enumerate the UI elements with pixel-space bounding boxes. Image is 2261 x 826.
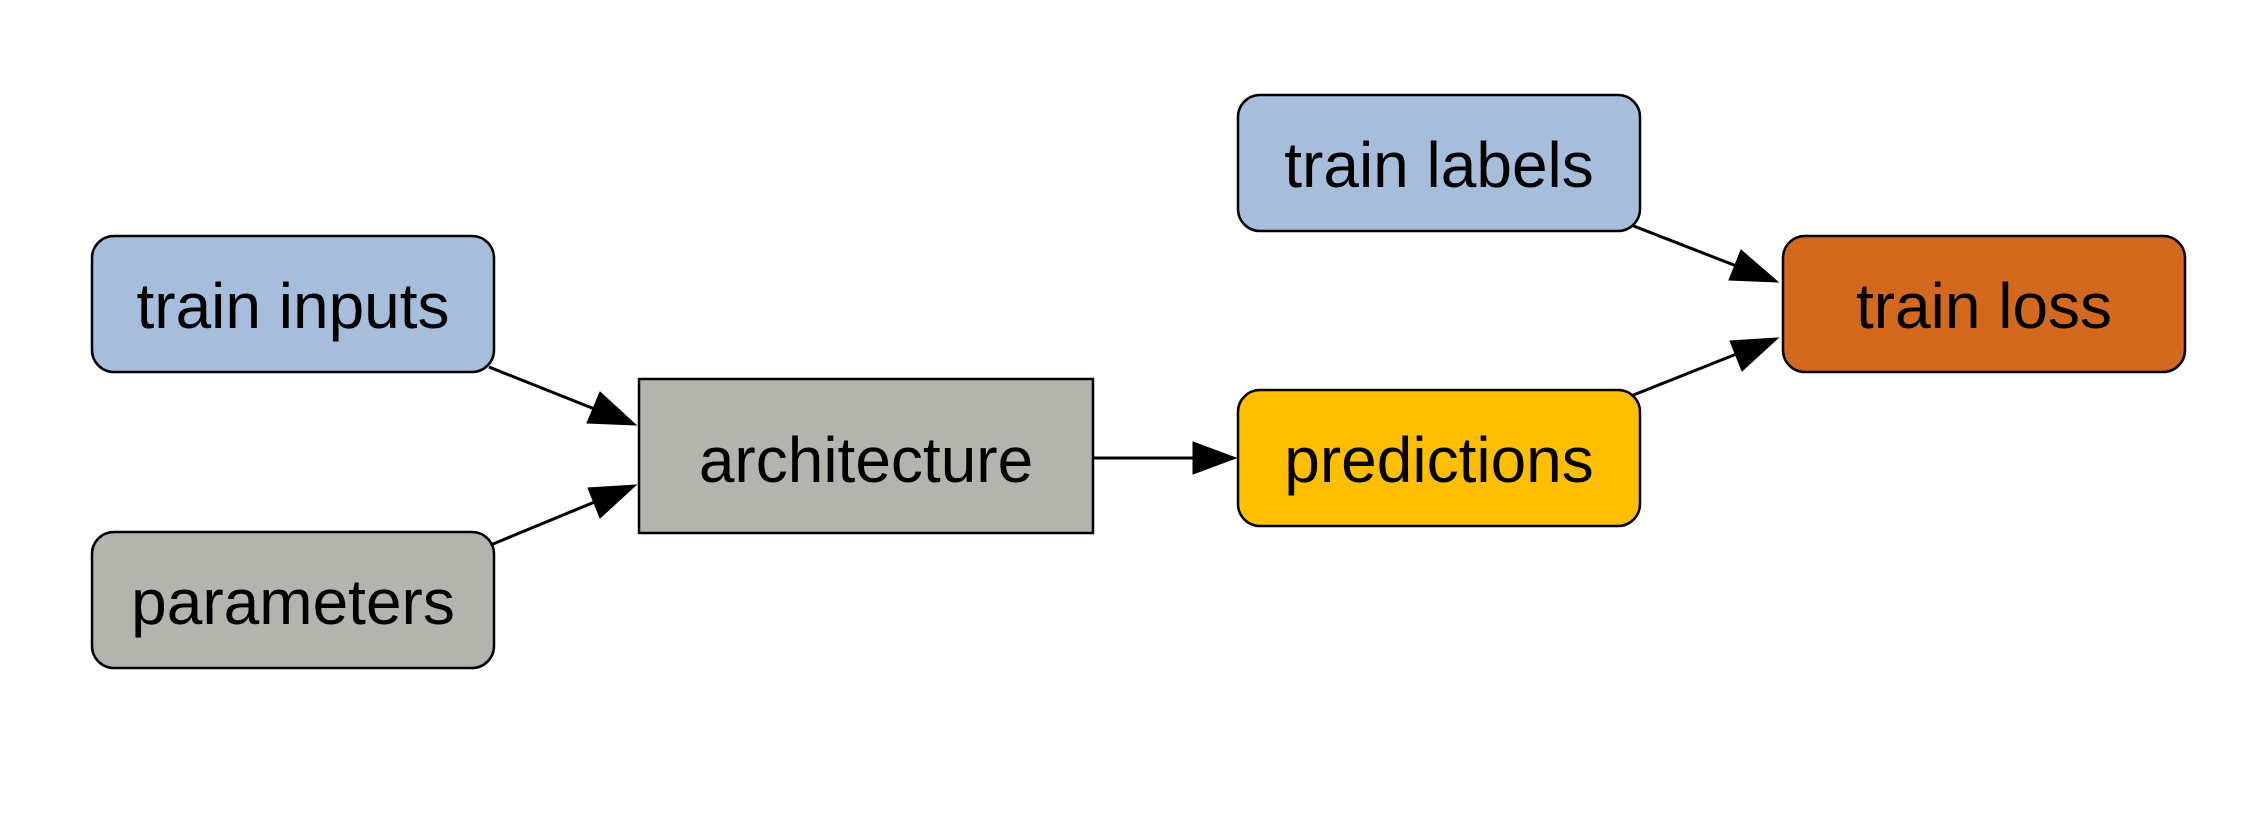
arrowhead-icon xyxy=(1728,249,1780,283)
node-box xyxy=(90,530,496,670)
edge-train-inputs-to-architecture xyxy=(488,365,638,426)
nodes: train inputs parameters architecture tra… xyxy=(90,93,2187,670)
edge-line xyxy=(488,365,598,412)
edge-predictions-to-train-loss xyxy=(1630,337,1780,398)
edge-parameters-to-architecture xyxy=(492,484,638,546)
edge-line xyxy=(492,499,598,546)
node-label-architecture: architecture xyxy=(699,424,1033,496)
edge-line xyxy=(1630,223,1740,269)
arrowhead-icon xyxy=(1729,337,1780,372)
node-predictions: predictions xyxy=(1236,388,1642,528)
node-train-labels: train labels xyxy=(1236,93,1642,233)
node-architecture: architecture xyxy=(637,377,1095,535)
edge-line xyxy=(1630,351,1740,398)
arrowhead-icon xyxy=(587,484,638,519)
node-label-train-loss: train loss xyxy=(1856,270,2112,342)
arrowhead-icon xyxy=(1192,441,1238,475)
edge-train-labels-to-train-loss xyxy=(1630,223,1780,283)
edges xyxy=(488,223,1780,546)
node-box xyxy=(1781,234,2187,374)
node-label-train-labels: train labels xyxy=(1284,129,1594,201)
arrowhead-icon xyxy=(586,391,638,426)
node-train-inputs: train inputs xyxy=(90,234,496,374)
node-label-predictions: predictions xyxy=(1284,424,1594,496)
node-box xyxy=(90,234,496,374)
node-box xyxy=(637,377,1095,535)
node-parameters: parameters xyxy=(90,530,496,670)
node-label-train-inputs: train inputs xyxy=(136,270,449,342)
node-label-parameters: parameters xyxy=(131,566,455,638)
node-box xyxy=(1236,388,1642,528)
edge-architecture-to-predictions xyxy=(1093,441,1238,475)
node-box xyxy=(1236,93,1642,233)
node-train-loss: train loss xyxy=(1781,234,2187,374)
